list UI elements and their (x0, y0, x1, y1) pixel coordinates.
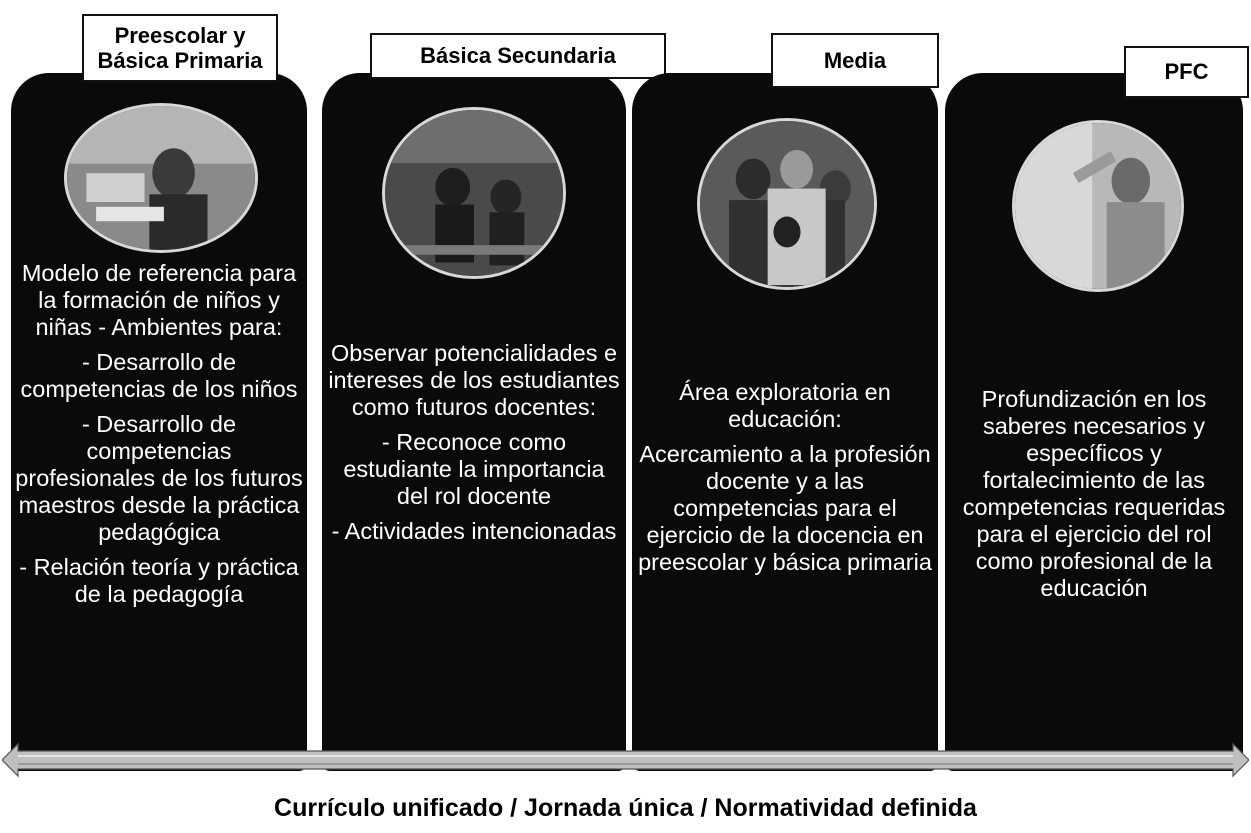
panel-2-paragraph-1: Observar potencialidades e intereses de … (328, 340, 620, 420)
label-pfc: PFC (1124, 46, 1249, 98)
panel-1-text: Modelo de referencia para la formación d… (15, 260, 303, 616)
panel-3-text: Área exploratoria en educación: Acercami… (636, 379, 934, 584)
label-basica-secundaria: Básica Secundaria (370, 33, 666, 79)
panel-1-paragraph-1: Modelo de referencia para la formación d… (21, 260, 297, 340)
panel-3-paragraph-1: Área exploratoria en educación: (679, 379, 891, 432)
classroom-photo-icon (382, 107, 566, 279)
double-arrow-icon (2, 742, 1249, 778)
panel-1-paragraph-4: - Relación teoría y práctica de la pedag… (19, 554, 299, 607)
label-preescolar-basica-primaria: Preescolar y Básica Primaria (82, 14, 278, 82)
panel-3-paragraph-2: Acercamiento a la profesión docente y a … (638, 441, 932, 575)
panel-1-paragraph-3: - Desarrollo de competencias profesional… (15, 411, 303, 545)
child-at-desk-photo-icon (64, 103, 258, 253)
students-group-photo-icon (697, 118, 877, 290)
footer-caption: Currículo unificado / Jornada única / No… (274, 794, 977, 822)
label-media-text: Media (823, 47, 887, 73)
panel-2-paragraph-2: - Reconoce como estudiante la importanci… (343, 429, 605, 509)
panel-1-paragraph-2: - Desarrollo de competencias de los niño… (20, 349, 298, 402)
panel-2-text: Observar potencialidades e intereses de … (326, 340, 622, 553)
panel-4-paragraph-1: Profundización en los saberes necesarios… (962, 386, 1226, 601)
panel-4-text: Profundización en los saberes necesarios… (949, 386, 1239, 610)
label-secundaria-text: Básica Secundaria (420, 43, 616, 69)
label-pfc-text: PFC (1164, 59, 1209, 85)
panel-2-paragraph-3: - Actividades intencionadas (331, 518, 617, 544)
teacher-at-board-photo-icon (1012, 120, 1184, 292)
label-preescolar-text: Preescolar y Básica Primaria (97, 22, 263, 73)
label-media: Media (771, 33, 939, 88)
